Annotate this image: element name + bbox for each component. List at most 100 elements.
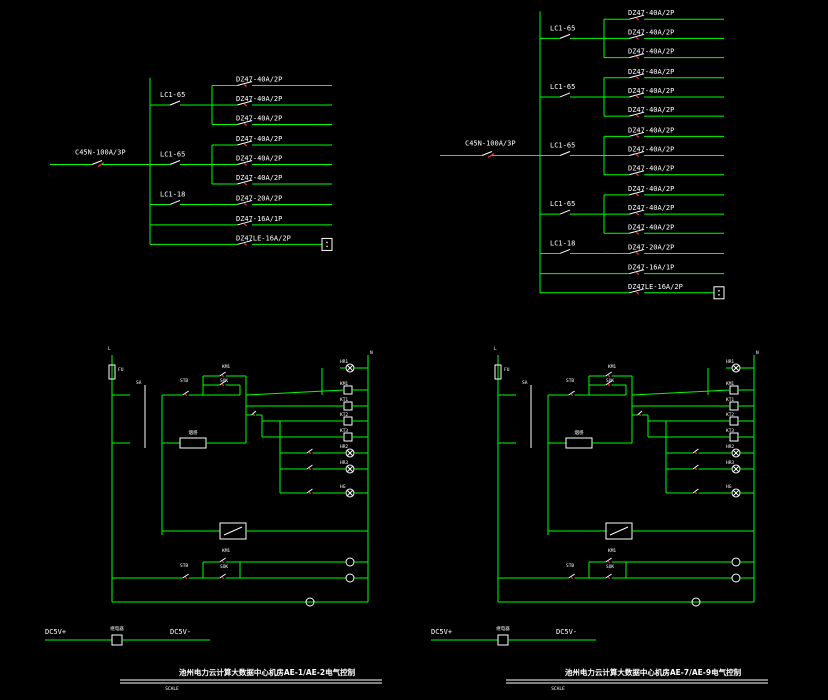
start-button	[605, 573, 612, 579]
contactor-contact	[559, 151, 571, 156]
indicator-lamp-icon	[305, 597, 315, 607]
coil-label: KT3	[726, 428, 734, 434]
contactor-contact	[169, 199, 181, 205]
smoke-detector-icon	[565, 437, 593, 449]
breaker-contact	[629, 92, 645, 98]
breaker-contact	[629, 111, 645, 117]
relay-coil-icon	[729, 385, 739, 395]
contact-mark	[97, 161, 105, 167]
contact-mark	[243, 103, 248, 107]
contact-mark	[695, 467, 697, 471]
contact-mark	[635, 193, 640, 197]
breaker-contact	[629, 73, 645, 79]
breaker-label: DZ47-40A/2P	[236, 154, 282, 162]
contactor-label: LC1-65	[160, 91, 185, 99]
stop-button-label: STB	[180, 378, 188, 384]
hold-contact	[219, 371, 226, 377]
relay-coil-icon	[343, 416, 353, 426]
hold-contact	[605, 371, 612, 377]
relay-label: 继电器	[110, 625, 124, 632]
socket-pin	[718, 290, 720, 292]
selector-label: SA	[136, 380, 142, 386]
relay-coil-icon	[729, 416, 739, 426]
contactor-label: LC1-65	[550, 83, 575, 91]
breaker-contact	[237, 199, 253, 205]
indicator-lamp-icon	[731, 557, 741, 567]
breaker-contact	[629, 209, 645, 215]
lamp-label: HR1	[726, 359, 734, 365]
stop-button-label: STB	[180, 563, 188, 569]
contact-mark	[243, 203, 248, 206]
contact-mark	[608, 383, 610, 387]
time-relay-diagonal	[223, 526, 243, 536]
breaker-label: DZ47-40A/2P	[628, 223, 674, 231]
dc-rail-minus: DC5V-	[556, 628, 577, 636]
contact-mark	[222, 560, 224, 564]
breaker-label: DZ47LE-16A/2P	[236, 234, 291, 242]
breaker-label: DZ47-40A/2P	[628, 48, 674, 56]
coil-label: KT2	[726, 412, 734, 418]
breaker-label: DZ47-20A/2P	[236, 194, 282, 202]
main-breaker-label: C45N-100A/3P	[465, 140, 516, 148]
lamp-label: HR2	[340, 444, 348, 450]
scale-label: SCALE	[551, 686, 565, 692]
timer-contact	[251, 410, 257, 416]
contactor-contact	[559, 33, 571, 39]
smoke-detector-label: 烟感	[575, 429, 584, 436]
wire	[631, 389, 731, 396]
timer-contact	[306, 464, 313, 470]
contact-mark	[635, 114, 640, 118]
contact-mark	[309, 467, 311, 471]
main-breaker-contact	[481, 151, 493, 156]
contact-mark	[639, 413, 641, 417]
coil-label: KT1	[340, 397, 348, 403]
stop-button	[182, 390, 189, 396]
breaker-contact	[629, 151, 645, 157]
socket-pin	[718, 294, 720, 296]
dc-rail-plus: DC5V+	[45, 628, 66, 636]
lamp-cross	[346, 449, 354, 457]
stop-button	[568, 573, 575, 579]
contactor-label: LC1-18	[550, 239, 575, 247]
dc-rail-plus: DC5V+	[431, 628, 452, 636]
hold-contact-label: KM1	[608, 364, 616, 370]
contact-mark	[635, 154, 640, 157]
contact-mark	[635, 272, 640, 276]
time-relay-diagonal	[609, 526, 629, 536]
breaker-contact	[629, 14, 645, 20]
contact-mark	[608, 576, 610, 580]
start-button-label: SOK	[220, 564, 228, 570]
lamp-label: HG	[726, 484, 732, 490]
breaker-label: DZ47-20A/2P	[628, 243, 674, 251]
contact-mark	[185, 393, 187, 397]
contact-mark	[635, 231, 640, 235]
indicator-lamp-icon	[691, 597, 701, 607]
wire	[245, 389, 345, 396]
contact-mark	[608, 560, 610, 564]
breaker-contact	[629, 53, 645, 59]
lamp-label: HR3	[726, 460, 734, 466]
smoke-detector-icon	[179, 437, 207, 449]
contactor-label: LC1-65	[550, 24, 575, 32]
contactor-label: LC1-18	[160, 190, 185, 198]
contact-mark	[635, 134, 640, 138]
breaker-label: DZ47-40A/2P	[628, 126, 674, 134]
start-button	[219, 380, 226, 386]
contactor-label: LC1-65	[550, 200, 575, 208]
relay-coil-icon	[729, 401, 739, 411]
relay-coil-icon	[343, 401, 353, 411]
contact-mark	[635, 291, 640, 295]
hold-contact-label: KM1	[222, 364, 230, 370]
contact-mark	[243, 242, 248, 246]
breaker-contact	[237, 120, 253, 125]
contact-mark	[635, 36, 640, 40]
stop-button	[182, 573, 189, 579]
breaker-contact	[629, 248, 645, 254]
lamp-cross	[346, 489, 354, 497]
start-button	[605, 380, 612, 386]
hold-contact	[219, 557, 226, 563]
selector-label: SA	[522, 380, 528, 386]
drawing-title: 池州电力云计算大数据中心机房AE-1/AE-2电气控制	[179, 667, 356, 677]
